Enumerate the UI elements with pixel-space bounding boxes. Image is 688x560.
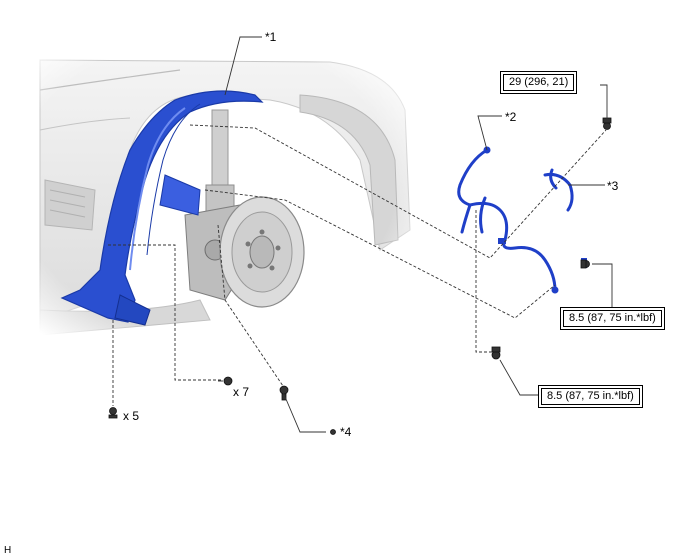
torque-spec-29: 29 (296, 21)	[503, 74, 575, 91]
callout-2: *2	[505, 110, 517, 124]
callout-3: *3	[607, 179, 619, 193]
torque-box-8-5-lower: 8.5 (87, 75 in.*lbf)	[538, 385, 643, 408]
callout-leaders	[224, 36, 613, 433]
quantity-x7: x 7	[233, 385, 250, 399]
torque-box-29: 29 (296, 21)	[500, 71, 578, 94]
screw-x5	[108, 407, 118, 419]
clip-marker-dot	[330, 429, 336, 435]
fender-liner	[60, 90, 264, 326]
callout-4: *4	[340, 425, 352, 439]
quantity-x5: x 5	[123, 409, 140, 423]
bolt-lower	[491, 346, 501, 360]
callout-1: *1	[265, 30, 277, 44]
corner-mark: H	[4, 545, 12, 556]
clip-star4	[279, 385, 289, 401]
bolt-mid-right	[580, 259, 590, 269]
torque-box-8-5-right: 8.5 (87, 75 in.*lbf)	[560, 307, 665, 330]
torque-spec-8-5-right: 8.5 (87, 75 in.*lbf)	[563, 310, 662, 327]
clip-x7	[218, 376, 233, 386]
dashed-leaders	[108, 124, 607, 406]
sensor-harness	[457, 146, 587, 294]
bolt-top-right	[602, 117, 612, 130]
torque-spec-8-5-lower: 8.5 (87, 75 in.*lbf)	[541, 388, 640, 405]
